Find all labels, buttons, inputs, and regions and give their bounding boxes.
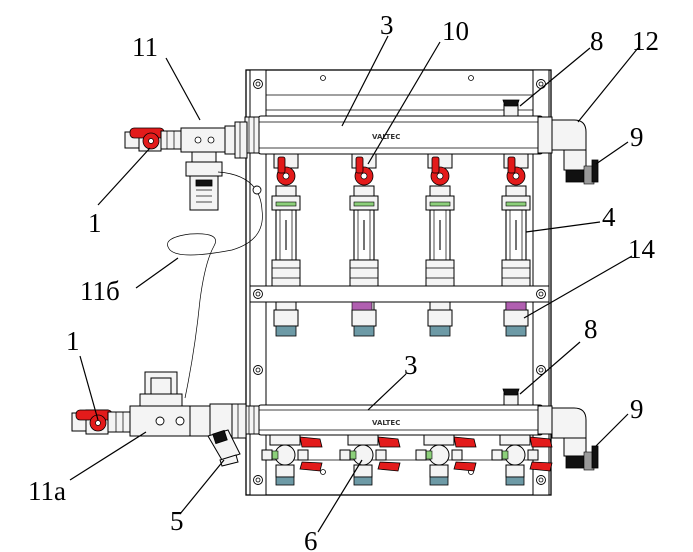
circuit-flowmeter-1 [271,153,301,337]
leader-lines [69,35,639,533]
callout-labels: 11 3 10 8 12 9 1 4 14 11б 1 8 3 9 11а 5 … [28,10,659,552]
air-vent-lower [502,388,520,406]
callout-3-bottom: 3 [404,350,418,380]
callout-4: 4 [602,202,616,232]
callout-10: 10 [442,16,469,46]
mixing-valve-11a [129,371,247,439]
air-vent-upper [502,99,520,117]
callout-12: 12 [632,26,659,56]
return-manifold-bar: VALTEC [244,404,553,436]
callout-14: 14 [628,234,656,264]
callout-9-bottom: 9 [630,394,644,424]
callout-1-bottom: 1 [66,326,80,356]
ball-valve-upper [124,127,182,152]
capillary-tube [167,171,263,399]
callout-3-top: 3 [380,10,394,40]
manifold-brand-label: VALTEC [372,133,400,141]
sensor-probe-5 [207,429,241,467]
callout-11a: 11а [28,476,66,506]
return-outlet-1 [261,434,323,486]
ball-valve-lower [71,409,131,435]
elbow-fitting-upper [551,119,587,171]
callout-5: 5 [170,506,184,536]
elbow-fitting-lower [551,407,587,457]
thermostatic-head-11 [180,121,248,211]
callout-6: 6 [304,526,318,552]
callout-8-top: 8 [590,26,604,56]
callout-1-top: 1 [88,208,102,238]
callout-11b: 11б [80,276,120,306]
manifold-brand-label-lower: VALTEC [372,419,400,427]
callout-9-top: 9 [630,122,644,152]
callout-8-bottom: 8 [584,314,598,344]
drain-tap-lower [565,445,599,471]
callout-11: 11 [132,32,158,62]
supply-manifold-bar: VALTEC [244,115,553,155]
drain-tap-upper [565,159,599,185]
